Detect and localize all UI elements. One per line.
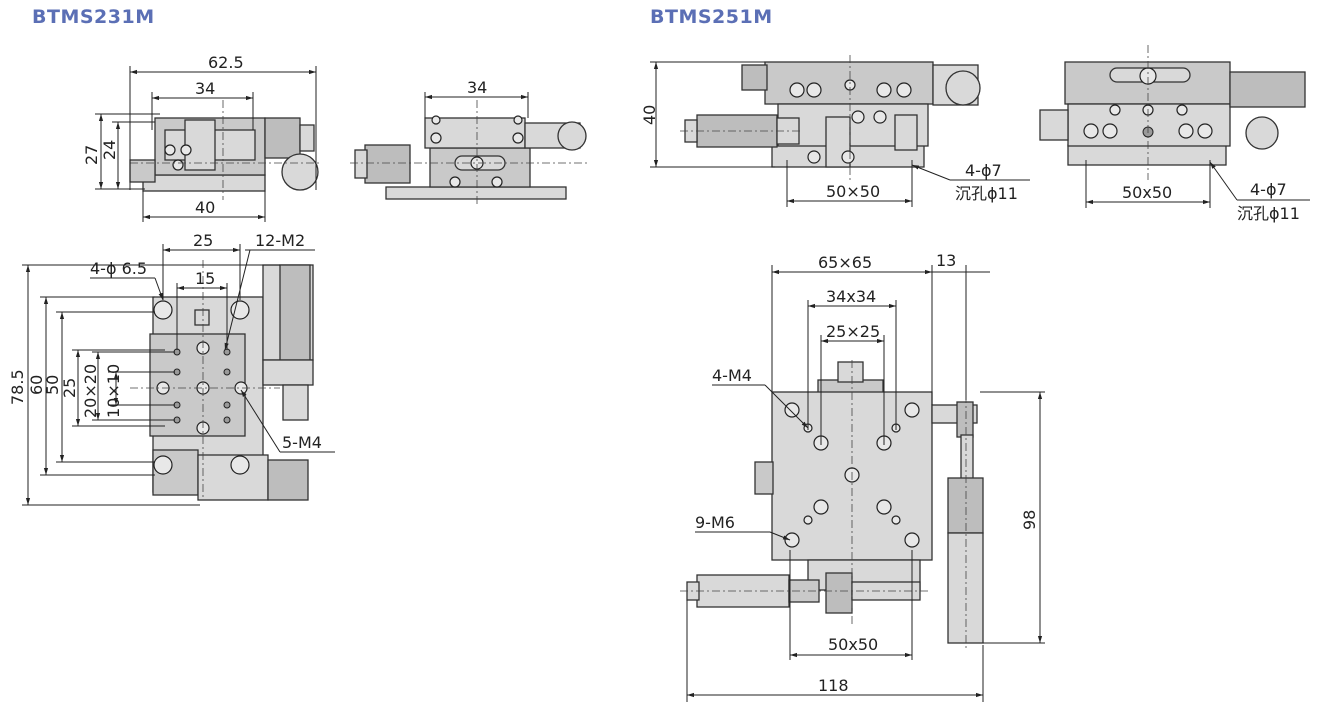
btms251m-top-dims: 65×65 13 34x34 25×25 4-M4 98 9-M6 50x50 …	[686, 251, 1045, 702]
btms251m-front-view	[680, 55, 981, 180]
dim-78-5: 78.5	[8, 369, 27, 405]
btms231m-front-dims: 62.5 34 27 24 40	[82, 53, 317, 222]
dim-50: 50	[43, 375, 62, 395]
btms251m-front-dims: 40 50×50 4-ϕ7 沉孔ϕ11	[640, 61, 1030, 207]
dim-65x65: 65×65	[818, 253, 872, 272]
dim-10x10: 10×10	[104, 364, 123, 418]
dim-12-m2: 12-M2	[255, 231, 305, 250]
dim-251-40: 40	[640, 105, 659, 125]
model-title-btms231m: BTMS231M	[32, 6, 155, 28]
btms231m-front-view	[129, 100, 320, 200]
dim-34-top: 34	[195, 79, 215, 98]
dim-50x50-a: 50×50	[826, 182, 880, 201]
dim-98: 98	[1020, 510, 1039, 530]
dim-25: 25	[193, 231, 213, 250]
dim-25-vertical: 25	[60, 378, 79, 398]
dim-9-m6: 9-M6	[695, 513, 735, 532]
btms251m-side-view	[1039, 45, 1310, 208]
dim-4-phi-6-5: 4-ϕ 6.5	[90, 259, 147, 278]
dim-counterbore-a: 沉孔ϕ11	[955, 184, 1018, 203]
btms231m-side-view	[350, 92, 590, 205]
dim-25x25: 25×25	[826, 322, 880, 341]
dim-34-side: 34	[467, 78, 487, 97]
dim-4-phi7-a: 4-ϕ7	[965, 161, 1002, 180]
dim-50x50-c: 50x50	[828, 635, 878, 654]
model-title-btms251m: BTMS251M	[650, 6, 773, 28]
dim-15: 15	[195, 269, 215, 288]
btms231m-top-view	[130, 260, 314, 501]
dim-118: 118	[818, 676, 849, 695]
dim-4-m4: 4-M4	[712, 366, 752, 385]
dim-13: 13	[936, 251, 956, 270]
dim-4-phi7-b: 4-ϕ7	[1250, 180, 1287, 199]
dim-20x20: 20×20	[81, 364, 100, 418]
dim-60: 60	[27, 375, 46, 395]
dim-counterbore-b: 沉孔ϕ11	[1237, 204, 1300, 223]
dim-62-5: 62.5	[208, 53, 244, 72]
btms231m-top-dims: 25 12-M2 4-ϕ 6.5 15 78.5 60 50 25 20×20	[8, 231, 335, 506]
dim-40: 40	[195, 198, 215, 217]
dim-24: 24	[100, 140, 119, 160]
dim-50x50-b: 50x50	[1122, 183, 1172, 202]
dim-27: 27	[82, 145, 101, 165]
btms251m-top-view	[680, 360, 984, 650]
dim-5-m4: 5-M4	[282, 433, 322, 452]
dim-34x34: 34x34	[826, 287, 876, 306]
